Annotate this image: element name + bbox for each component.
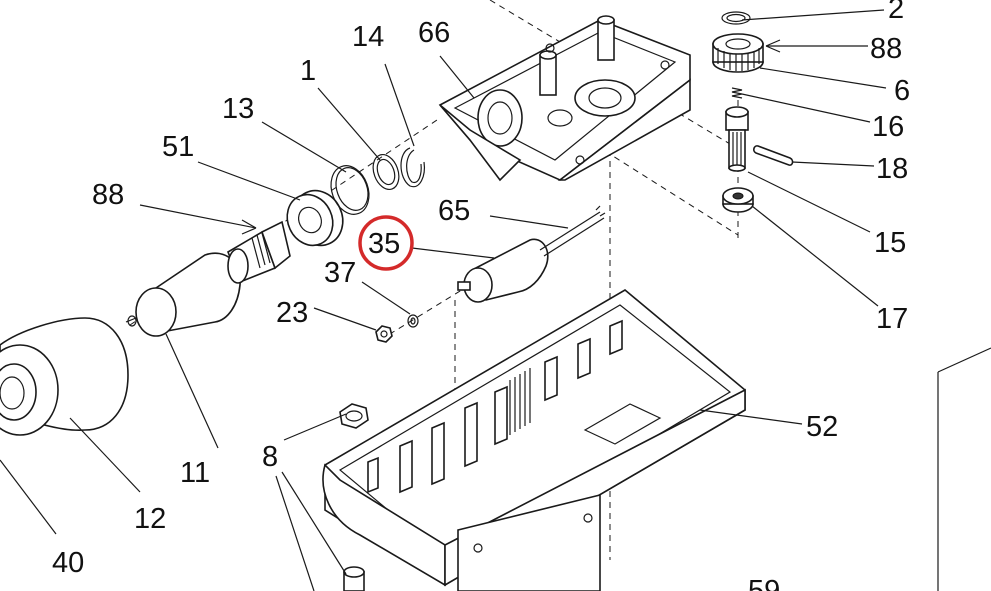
- part-15-pinion-shaft: [725, 106, 749, 172]
- label-88-left: 88: [92, 179, 124, 211]
- label-37: 37: [324, 257, 356, 289]
- label-11: 11: [180, 457, 210, 489]
- part-59-plate: [457, 347, 991, 591]
- label-15: 15: [874, 227, 906, 259]
- part-14-circlip: [400, 147, 425, 188]
- label-52: 52: [806, 411, 838, 443]
- part-11-motor-body: [125, 252, 241, 337]
- label-13: 13: [222, 93, 254, 125]
- part-1-washer: [372, 153, 400, 191]
- part-23-nut: [375, 325, 393, 343]
- part-51-bearing: [286, 189, 344, 247]
- label-17: 17: [876, 303, 908, 335]
- part-8-gland-nut-lower: [343, 566, 365, 591]
- highlight-circle: [358, 215, 414, 271]
- part-16-spring: [731, 87, 743, 99]
- label-88-right: 88: [870, 33, 902, 65]
- part-37-washer: [407, 314, 419, 328]
- part-labels: 2 88 6 16 18 15 17 14 66 1 13 51 88 65 3…: [52, 0, 910, 591]
- leader-lines: [0, 9, 887, 591]
- label-2: 2: [888, 0, 904, 25]
- part-17-bearing: [722, 187, 754, 213]
- label-59: 59: [748, 575, 780, 591]
- label-1: 1: [300, 55, 316, 87]
- label-16: 16: [872, 111, 904, 143]
- part-88-gear: [712, 33, 764, 73]
- part-18-pin: [753, 145, 794, 166]
- part-65-capacitor: [457, 205, 606, 303]
- label-14: 14: [352, 21, 384, 53]
- part-66-gearbox-housing: [438, 15, 691, 182]
- label-18: 18: [876, 153, 908, 185]
- label-40: 40: [52, 547, 84, 579]
- part-12-bushing: [0, 317, 129, 436]
- label-35: 35: [368, 228, 400, 260]
- part-88-worm-shaft: [227, 220, 291, 284]
- label-6: 6: [894, 75, 910, 107]
- part-2-snap-ring: [721, 11, 751, 25]
- label-23: 23: [276, 297, 308, 329]
- label-12: 12: [134, 503, 166, 535]
- label-66: 66: [418, 17, 450, 49]
- part-8-gland-nut-upper: [339, 403, 369, 429]
- part-13-o-ring: [330, 165, 370, 215]
- label-51: 51: [162, 131, 194, 163]
- label-65: 65: [438, 195, 470, 227]
- label-8: 8: [262, 441, 278, 473]
